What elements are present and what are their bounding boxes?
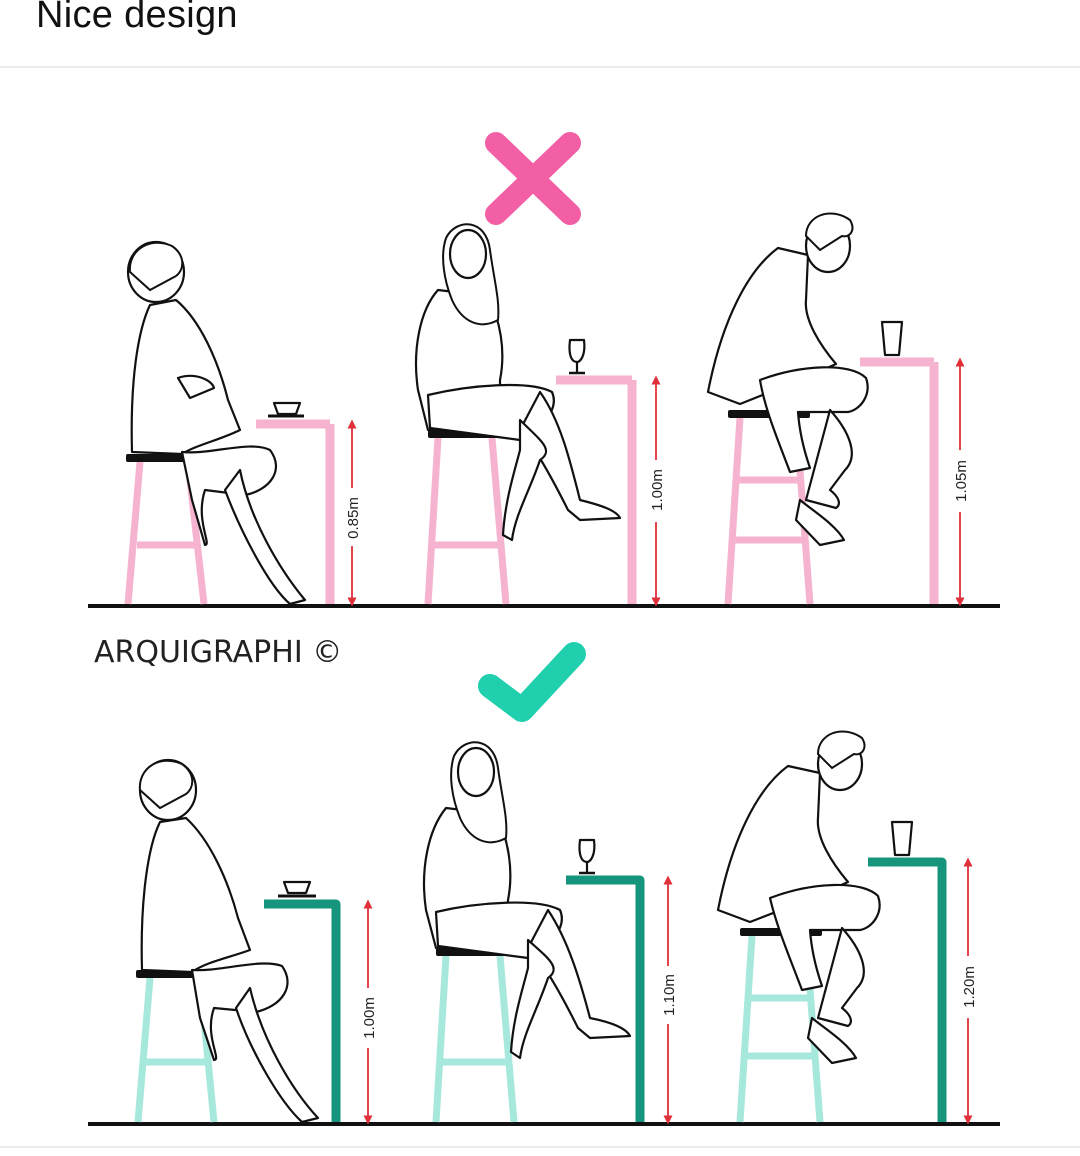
stool bbox=[424, 437, 510, 605]
height-label: 1.05m bbox=[953, 460, 970, 502]
x-mark-icon bbox=[485, 132, 581, 225]
seated-man bbox=[706, 212, 869, 547]
bar-counter bbox=[860, 357, 939, 604]
bar-counter bbox=[556, 375, 637, 604]
wrong-scene-2: 1.00m bbox=[414, 223, 666, 607]
stool bbox=[432, 955, 518, 1123]
bottom-divider bbox=[0, 1146, 1080, 1148]
bar-counter bbox=[868, 857, 947, 1122]
bar-counter bbox=[256, 419, 335, 604]
post-title: Nice design bbox=[36, 0, 238, 36]
right-scene-1: 1.00m bbox=[134, 758, 378, 1125]
height-label: 1.10m bbox=[661, 974, 678, 1016]
check-mark-icon bbox=[478, 642, 586, 722]
seated-woman bbox=[422, 741, 632, 1060]
right-scene-2: 1.10m bbox=[422, 741, 678, 1125]
height-label: 1.00m bbox=[361, 997, 378, 1039]
watermark-text: ARQUIGRAPHI © bbox=[94, 635, 342, 670]
seated-man bbox=[716, 730, 881, 1065]
wine-glass-icon bbox=[568, 338, 586, 375]
height-label: 1.00m bbox=[649, 469, 666, 511]
seated-woman bbox=[138, 758, 320, 1124]
seated-woman bbox=[126, 240, 307, 606]
seated-woman bbox=[414, 223, 622, 542]
wrong-scene-3: 1.05m bbox=[706, 212, 970, 607]
wrong-scene-1: 0.85m bbox=[124, 240, 362, 607]
height-label: 1.20m bbox=[961, 966, 978, 1008]
right-scene-3: 1.20m bbox=[716, 730, 978, 1125]
header-divider bbox=[0, 66, 1080, 68]
height-label: 0.85m bbox=[345, 497, 362, 539]
bar-counter bbox=[566, 875, 645, 1122]
coffee-cup-icon bbox=[278, 880, 316, 898]
wine-glass-icon bbox=[578, 838, 596, 875]
coffee-cup-icon bbox=[268, 401, 304, 418]
glass-icon bbox=[880, 320, 904, 357]
bar-counter bbox=[264, 899, 341, 1122]
glass-icon bbox=[890, 820, 914, 857]
